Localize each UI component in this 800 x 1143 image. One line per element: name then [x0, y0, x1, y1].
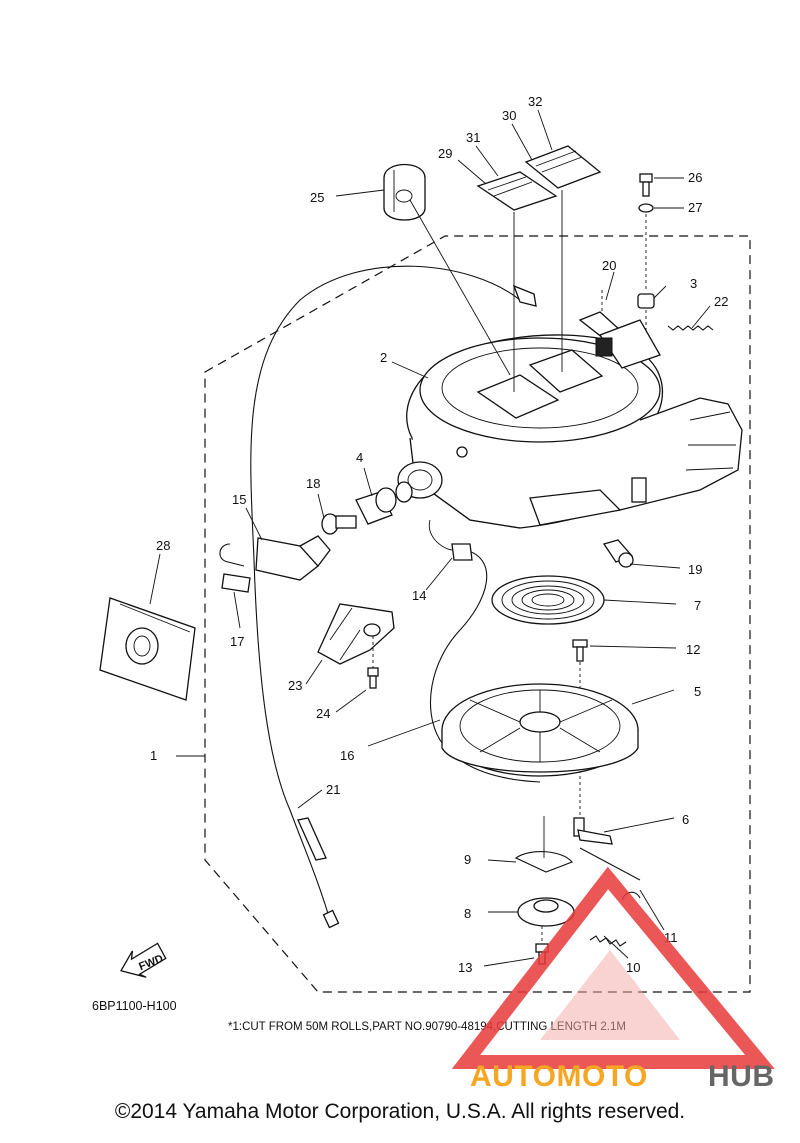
friction-spring-9 — [514, 851, 573, 873]
callout-13: 13 — [458, 960, 472, 975]
callout-12: 12 — [686, 642, 700, 657]
bushing-18 — [321, 513, 357, 535]
washer-27 — [638, 203, 654, 213]
callout-21: 21 — [326, 782, 340, 797]
bolt-12 — [572, 639, 588, 662]
decal-29-31 — [476, 171, 558, 211]
fwd-arrow-icon: FWD — [120, 942, 167, 978]
callout-23: 23 — [288, 678, 302, 693]
bolt-26 — [639, 173, 653, 197]
spring-10 — [589, 935, 627, 947]
callout-32: 32 — [528, 94, 542, 109]
callout-31: 31 — [466, 130, 480, 145]
watermark-text-a: AUTOMOTO — [470, 1060, 648, 1093]
callout-18: 18 — [306, 476, 320, 491]
callout-14: 14 — [412, 588, 426, 603]
grommet-25 — [383, 164, 426, 221]
decal-on-housing-a — [476, 374, 560, 419]
callout-2: 2 — [380, 350, 387, 365]
footnote: *1:CUT FROM 50M ROLLS,PART NO.90790-4819… — [228, 1021, 626, 1033]
callout-10: 10 — [626, 960, 640, 975]
pawl-6 — [573, 817, 613, 845]
rope-reel-5 — [441, 683, 639, 777]
cable-end-21 — [297, 817, 327, 861]
callout-25: 25 — [310, 190, 324, 205]
rope-guide-4 — [355, 481, 413, 525]
callout-6: 6 — [682, 812, 689, 827]
callout-20: 20 — [602, 258, 616, 273]
decal-on-housing-b — [528, 349, 604, 393]
leader-lines — [149, 109, 711, 967]
callout-19: 19 — [688, 562, 702, 577]
callout-24: 24 — [316, 706, 330, 721]
watermark-logo — [451, 866, 775, 1069]
callout-22: 22 — [714, 294, 728, 309]
callout-3: 3 — [690, 276, 697, 291]
callout-27: 27 — [688, 200, 702, 215]
callout-30: 30 — [502, 108, 516, 123]
screw-24 — [367, 667, 379, 689]
clip-19 — [602, 539, 634, 568]
diagram-code: 6BP1100-H100 — [92, 999, 177, 1013]
callout-15: 15 — [232, 492, 246, 507]
callout-1: 1 — [150, 748, 157, 763]
callout-17: 17 — [230, 634, 244, 649]
starter-handle-15 — [219, 535, 331, 593]
lever-bracket-20 — [578, 311, 661, 369]
callout-26: 26 — [688, 170, 702, 185]
callout-8: 8 — [464, 906, 471, 921]
callout-16: 16 — [340, 748, 354, 763]
starter-cable-21 — [250, 265, 521, 921]
callout-7: 7 — [694, 598, 701, 613]
copyright-notice: ©2014 Yamaha Motor Corporation, U.S.A. A… — [114, 1100, 686, 1123]
starter-housing — [397, 334, 743, 529]
watermark-text-b: HUB — [708, 1060, 775, 1093]
hose-16 — [429, 549, 541, 783]
bracket-23 — [317, 603, 395, 665]
callout-9: 9 — [464, 852, 471, 867]
callout-4: 4 — [356, 450, 363, 465]
decal-30-32 — [524, 145, 602, 189]
callout-29: 29 — [438, 146, 452, 161]
collar-3 — [637, 293, 655, 309]
assembly-boundary — [204, 235, 751, 993]
callout-28: 28 — [156, 538, 170, 553]
spiral-spring-7 — [491, 575, 605, 625]
plate-28 — [99, 597, 196, 701]
callout-5: 5 — [694, 684, 701, 699]
spring-22 — [667, 325, 714, 331]
hose-joint-14 — [451, 543, 473, 561]
